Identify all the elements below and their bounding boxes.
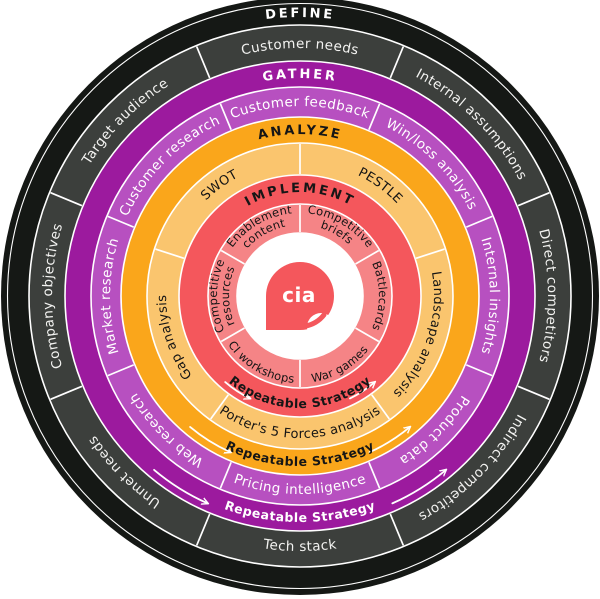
segment-dividers-define: [50, 46, 550, 546]
outer-rim-hairline: [6, 2, 594, 590]
gather-header: GATHER: [262, 67, 339, 85]
analyze-header: ANALYZE: [256, 123, 343, 143]
separator-center: [236, 232, 364, 360]
separator-analyze-outer: [120, 116, 480, 476]
flow-arrows: [153, 382, 446, 503]
segment-label-tech-stack: Tech stack: [261, 536, 337, 555]
separator-implement-inner: [207, 203, 393, 389]
define-header: DEFINE: [265, 6, 336, 23]
cia-logo: cia: [266, 262, 335, 341]
separator-analyze-inner: [146, 142, 454, 450]
segment-label-customer-needs: Customer needs: [240, 36, 361, 59]
logo-petal: [302, 312, 327, 329]
separator-gather-outer: [64, 60, 536, 532]
separator-gather-inner: [90, 86, 510, 506]
segment-label-competitive-resources-line1: Competitive: [206, 257, 228, 335]
segment-dividers-analyze: [155, 144, 445, 420]
segment-label-battlecards: Battlecards: [369, 259, 390, 333]
segment-dividers-gather: [107, 103, 493, 489]
segment-label-competitive-resources-line2: resources: [218, 264, 238, 328]
logo-bubble: [266, 262, 334, 330]
logo-notch: [307, 313, 335, 341]
logo-text: cia: [282, 283, 316, 307]
separator-implement-outer: [178, 174, 422, 418]
separator-define: [28, 24, 572, 568]
segment-dividers-implement: [220, 205, 380, 387]
ring-separators: [6, 2, 594, 590]
